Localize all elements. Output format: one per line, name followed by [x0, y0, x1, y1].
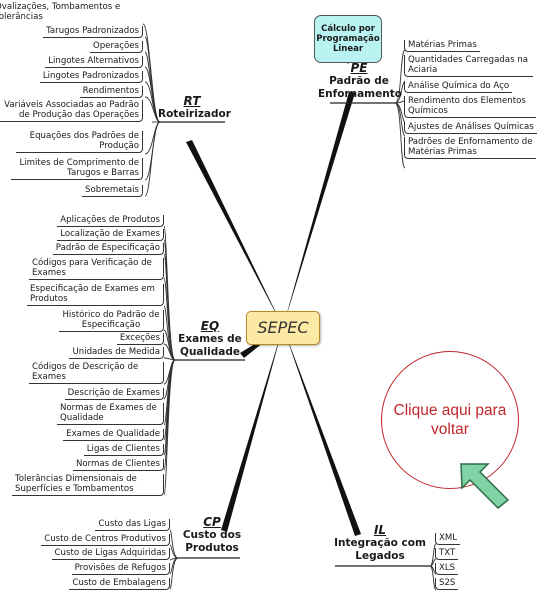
rt-item[interactable]: Limites de Comprimento de Tarugos e Barr… — [11, 158, 143, 180]
branch-pe[interactable]: PE Padrão de Enfornamento — [318, 61, 402, 101]
rt-item[interactable]: Operações — [89, 41, 143, 53]
spoke-cp — [221, 327, 283, 532]
eq-item[interactable]: Códigos de Descrição de Exames — [29, 362, 164, 384]
il-item[interactable]: TXT — [435, 548, 459, 560]
calc-box-label: Cálculo por Programação Linear — [316, 24, 380, 54]
pe-item[interactable]: Quantidades Carregadas na Aciaria — [404, 55, 533, 77]
spoke-pe — [283, 92, 355, 327]
rt-item[interactable]: Equações dos Padrões de Produção — [16, 131, 143, 153]
eq-item[interactable]: Especificação de Exames em Produtos — [27, 284, 164, 306]
eq-item[interactable]: Normas de Clientes — [72, 459, 164, 471]
rt-item[interactable]: Ovalizações, Tombamentos e Tolerâncias — [0, 2, 121, 22]
il-item[interactable]: XLS — [435, 563, 459, 575]
rt-item[interactable]: Lingotes Padronizados — [39, 71, 143, 83]
rt-item[interactable]: Lingotes Alternativos — [45, 56, 143, 68]
pe-item[interactable]: Matérias Primas — [404, 40, 480, 52]
branch-rt[interactable]: RT Roteirizador — [158, 94, 231, 121]
eq-item[interactable]: Exames de Qualidade — [63, 429, 164, 441]
eq-item[interactable]: Ligas de Clientes — [83, 444, 164, 456]
rt-item[interactable]: Tarugos Padronizados — [43, 26, 143, 38]
branch-cp[interactable]: CP Custo dos Produtos — [182, 516, 242, 555]
back-button[interactable]: Clique aqui para voltar — [381, 351, 519, 489]
pe-item[interactable]: Padrões de Enfornamento de Matérias Prim… — [404, 137, 536, 159]
spoke-rt — [186, 140, 283, 327]
pe-item[interactable]: Rendimento dos Elementos Químicos — [404, 96, 536, 118]
eq-item[interactable]: Unidades de Medida — [69, 347, 164, 359]
pointer-arrow-icon — [460, 463, 510, 510]
branch-eq[interactable]: EQ Exames de Qualidade — [172, 320, 248, 359]
eq-item[interactable]: Descrição de Exames — [64, 388, 164, 400]
branch-cp-label: Custo dos Produtos — [182, 529, 242, 554]
branch-il[interactable]: IL Integração com Legados — [328, 524, 432, 563]
il-item[interactable]: XML — [435, 533, 461, 545]
branch-rt-code: RT — [183, 94, 201, 108]
cp-item[interactable]: Custo das Ligas — [95, 519, 170, 531]
il-item[interactable]: S2S — [435, 578, 459, 590]
eq-item[interactable]: Códigos para Verificação de Exames — [29, 258, 164, 280]
eq-item[interactable]: Localização de Exames — [57, 229, 164, 241]
branch-cp-code: CP — [203, 515, 221, 529]
branch-il-label: Integração com Legados — [334, 537, 426, 562]
eq-item[interactable]: Padrão de Especificação — [52, 243, 164, 255]
eq-item[interactable]: Aplicações de Produtos — [57, 215, 164, 227]
branch-eq-code: EQ — [200, 319, 220, 333]
cp-item[interactable]: Custo de Ligas Adquiridas — [51, 548, 170, 560]
pe-item[interactable]: Análise Química do Aço — [404, 81, 513, 93]
pe-item[interactable]: Ajustes de Análises Químicas — [404, 122, 537, 134]
eq-item[interactable]: Histórico do Padrão de Especificação — [59, 310, 164, 332]
center-node: SEPEC — [246, 311, 320, 345]
spoke-il — [283, 327, 361, 536]
cp-item[interactable]: Custo de Centros Produtivos — [41, 534, 170, 546]
rt-item[interactable]: Rendimentos — [79, 86, 143, 98]
rt-item[interactable]: Variáveis Associadas ao Padrão de Produç… — [0, 100, 143, 122]
eq-item[interactable]: Tolerâncias Dimensionais de Superfícies … — [12, 474, 164, 496]
branch-pe-label: Padrão de Enfornamento — [318, 75, 402, 100]
branch-eq-label: Exames de Qualidade — [178, 333, 242, 358]
eq-item[interactable]: Exceções — [116, 333, 164, 345]
branch-pe-code: PE — [350, 61, 368, 75]
branch-il-code: IL — [373, 523, 387, 537]
calc-box: Cálculo por Programação Linear — [314, 15, 382, 63]
cp-item[interactable]: Provisões de Refugos — [71, 563, 170, 575]
rt-item[interactable]: Sobremetais — [82, 185, 143, 197]
cp-item[interactable]: Custo de Embalagens — [69, 578, 170, 590]
eq-item[interactable]: Normas de Exames de Qualidade — [57, 403, 164, 425]
branch-rt-label: Roteirizador — [158, 108, 231, 120]
back-button-label: Clique aqui para voltar — [393, 402, 507, 438]
